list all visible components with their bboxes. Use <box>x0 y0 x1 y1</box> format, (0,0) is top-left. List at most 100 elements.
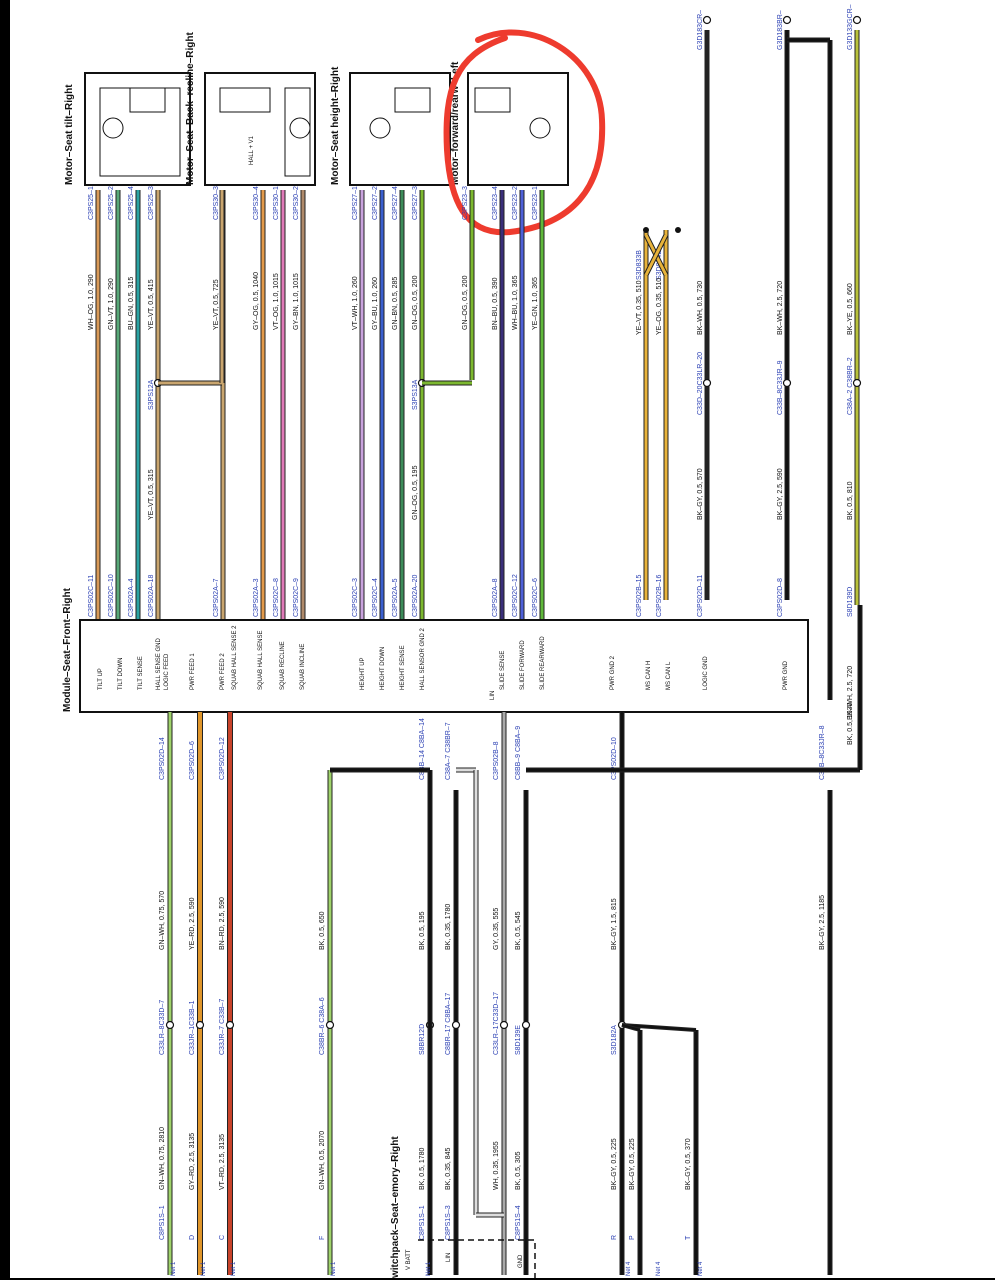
lower-spec-label: BK, 0.5, 545 <box>515 911 522 950</box>
module-pin-label: PWR GND 2 <box>610 655 616 690</box>
lower-connector-label: C33LR–8C33D–7 <box>159 1000 166 1055</box>
lower-spec-label: GY, 0.35, 555 <box>493 908 500 950</box>
lower-top-label: C33B–8C33JR–8 <box>819 725 826 780</box>
net-label: Net 4 <box>698 1261 704 1276</box>
connector-dot <box>195 1020 205 1030</box>
lower-bottom-label: D <box>189 1235 196 1240</box>
switch-pin-lin: LIN <box>446 1253 452 1262</box>
lower-connector-label: C8BR–17 C8BA–17 <box>445 993 452 1055</box>
wire-mid-spec-label: GN–OG, 0.5, 195 <box>412 465 419 520</box>
wire-spec-label: VT–WH, 1.0, 260 <box>352 276 359 330</box>
wire-bottom-label: C3PS02C–12 <box>512 574 519 617</box>
wire-bottom-label: C3PS02B–16 <box>656 574 663 617</box>
wire-mid-spec-label: YE–VT, 0.5, 315 <box>148 469 155 520</box>
wire-spec-label: GY–OG, 0.5, 1040 <box>253 272 260 330</box>
lower-spec2-label: BK, 0.35, 845 <box>445 1147 452 1190</box>
switchpack-seat-memory: witchpack–Seat–emory–Right V BATT LIN GN… <box>390 1136 536 1278</box>
lower-spec2-label: VT–RD, 2.5, 3135 <box>219 1134 226 1190</box>
module-pin-label: HEIGHT UP <box>360 657 366 690</box>
net-label: Net 1 <box>171 1261 177 1276</box>
wire-bottom-label: C3PS02C–6 <box>532 578 539 617</box>
module-pin-label: SLIDE FORWARD <box>520 640 526 690</box>
switchpack-title: witchpack–Seat–emory–Right <box>390 1136 401 1278</box>
wire-top-label: C3PS30–4 <box>253 186 260 220</box>
wire-bottom-label: C3PS02A–18 <box>148 574 155 617</box>
wire-spec-label: YE–VT, 0.35, 510 <box>636 280 643 335</box>
lower-top-label: C3PS02D–6 <box>189 741 196 780</box>
wire-bottom-label: C3PS02A–3 <box>253 578 260 617</box>
net-label: Net 1 <box>201 1261 207 1276</box>
net-label: Net 4 <box>656 1261 662 1276</box>
wire-spec-label: BK–YE, 0.5, 660 <box>847 283 854 335</box>
wiring-diagram: Motor–Seat tilt–Right HALL + V1 Motor–Se… <box>62 4 863 1278</box>
lower-bottom-label: C8PS1S–3 <box>445 1205 452 1240</box>
wire-spec-label: YE–OG, 0.35, 510 <box>656 278 663 335</box>
lower-bottom-label: R <box>611 1235 618 1240</box>
module-pin-label: PWR FEED 1 <box>190 653 196 690</box>
splice-label: S3PS13A <box>412 379 419 410</box>
wire-bottom-label: C3PS02D–11 <box>697 575 704 617</box>
splice-dot <box>675 227 681 233</box>
lower-connector-label: C38BR–6 C38A–6 <box>319 997 326 1055</box>
wire <box>621 1024 641 1031</box>
lower-bottom-label: C8PS1S–4 <box>515 1205 522 1240</box>
splice-label: S3PS12A <box>148 379 155 410</box>
lower-bottom-label: T <box>685 1235 692 1240</box>
lower-spec2-label: BK, 0.5, 305 <box>515 1151 522 1190</box>
module-pin-label: SQUAB RECLINE <box>280 641 286 690</box>
lower-spec-label: BK, 0.35, 1780 <box>445 904 452 950</box>
wire-bottom-label: C3PS02A–8 <box>492 578 499 617</box>
wire-spec-label: BN–BU, 0.5, 390 <box>492 277 499 330</box>
wire-bottom-label: C3PS02A–7 <box>213 578 220 617</box>
wire-spec-label: GN–BN, 0.5, 285 <box>392 277 399 330</box>
splice-label: C38A–2 C38BR–2 <box>847 357 854 415</box>
connector-dot <box>165 1020 175 1030</box>
wire-top-label: C3PS23–2 <box>512 186 519 220</box>
wire-top-label: C3PS27–1 <box>352 186 359 220</box>
wire-top-label: C3PS23–3 <box>462 186 469 220</box>
lower-spec-right2: BK–WH, 2.5, 720 <box>847 666 854 720</box>
lower-bottom-label: F <box>319 1236 326 1240</box>
lower-top-label: C3PS02B–8 <box>493 741 500 780</box>
motor-recline-title: Motor–Seat–Back–recline–Right <box>185 31 196 185</box>
module-pin-label: HEIGHT SENSE <box>400 645 406 690</box>
lower-spec2-label: WH, 0.35, 1955 <box>493 1141 500 1190</box>
net-label: Net 1 <box>426 1261 432 1276</box>
module-pin-label: SQUAB HALL SENSE 2 <box>232 625 238 690</box>
wire-bottom-label: C3PS02C–10 <box>108 574 115 617</box>
motor-forward-title: Motor–forward/rearw–Left <box>450 61 461 185</box>
module-pin-label: HEIGHT DOWN <box>380 647 386 690</box>
wire-top-label: C3PS23–4 <box>492 186 499 220</box>
upper-wire-group: C3PS25–1WH–OG, 1.0, 290C3PS02C–11C3PS25–… <box>88 4 862 700</box>
module-pin-label: TILT SENSE <box>138 656 144 690</box>
lower-connector-label: S8D139E <box>515 1025 522 1055</box>
module-pin-label: SLIDE SENSE <box>500 651 506 690</box>
wire-top-label: C3PS25–1 <box>88 186 95 220</box>
wire-bottom-label: C3PS02C–9 <box>293 578 300 617</box>
lower-top-label: C8BB–14 C8BA–14 <box>419 718 426 780</box>
lower-spec-label: BK, 0.5, 195 <box>419 911 426 950</box>
wire-top-label: C3PS23–1 <box>532 186 539 220</box>
connector-dot <box>225 1020 235 1030</box>
wire-top-label: C3PS25–3 <box>148 186 155 220</box>
wire-top-label: S3D833B <box>636 250 643 280</box>
lower-connector-label: C33JR–1C33B–1 <box>189 1000 196 1055</box>
splice-dot <box>643 227 649 233</box>
switch-pin-gnd: GND <box>518 1254 524 1268</box>
wire-spec-label: BK–WH, 0.5, 730 <box>697 281 704 335</box>
wire-spec-label: YE–VT, 0.5, 725 <box>213 279 220 330</box>
lower-connector-label: S8BR12D <box>419 1024 426 1055</box>
module-pin-label: TILT DOWN <box>118 658 124 690</box>
lower-spec-label: BK–GY, 1.5, 815 <box>611 898 618 950</box>
wire-bottom-label: C3PS02B–15 <box>636 574 643 617</box>
module-pin-label: SLIDE REARWARD <box>540 636 546 690</box>
lower-spec-label: YE–RD, 2.5, 590 <box>189 897 196 950</box>
wire-spec-label: YE–VT, 0.5, 415 <box>148 279 155 330</box>
wire-top-label: G3D133GCR– <box>847 4 854 50</box>
wire-top-label: C3PS25–2 <box>108 186 115 220</box>
wire-bottom-label: C3PS02A–20 <box>412 574 419 617</box>
lower-top-label: C3PS02D–12 <box>219 737 226 780</box>
wire-bottom-label: S8D139D <box>847 587 854 617</box>
